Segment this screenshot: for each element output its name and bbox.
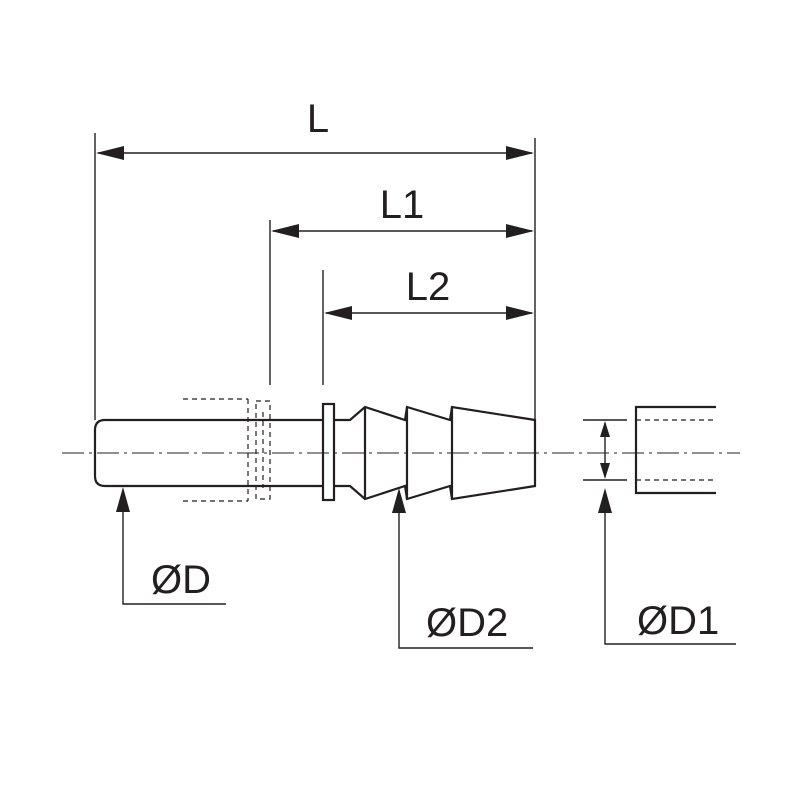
dimension-label-l: L [307,97,329,141]
dimension-l2: L2 [324,265,534,320]
barbed-section [334,405,537,501]
leader-d: ØD [116,487,226,605]
fitting-body [93,398,537,502]
dimension-label-d1: ØD1 [637,599,719,643]
dimension-label-d2: ØD2 [426,601,508,645]
leader-d2: ØD2 [392,488,533,649]
collet-ghost [183,398,271,502]
collar [321,402,336,502]
dimension-l: L [96,97,534,160]
dimension-label-l2: L2 [406,265,451,309]
dimension-l1: L1 [271,183,534,238]
dimension-d1-bracket [583,419,627,481]
hose-section [634,405,716,495]
leader-d1: ØD1 [598,488,736,645]
dimension-label-l1: L1 [380,183,425,227]
dimension-label-d: ØD [151,558,211,602]
